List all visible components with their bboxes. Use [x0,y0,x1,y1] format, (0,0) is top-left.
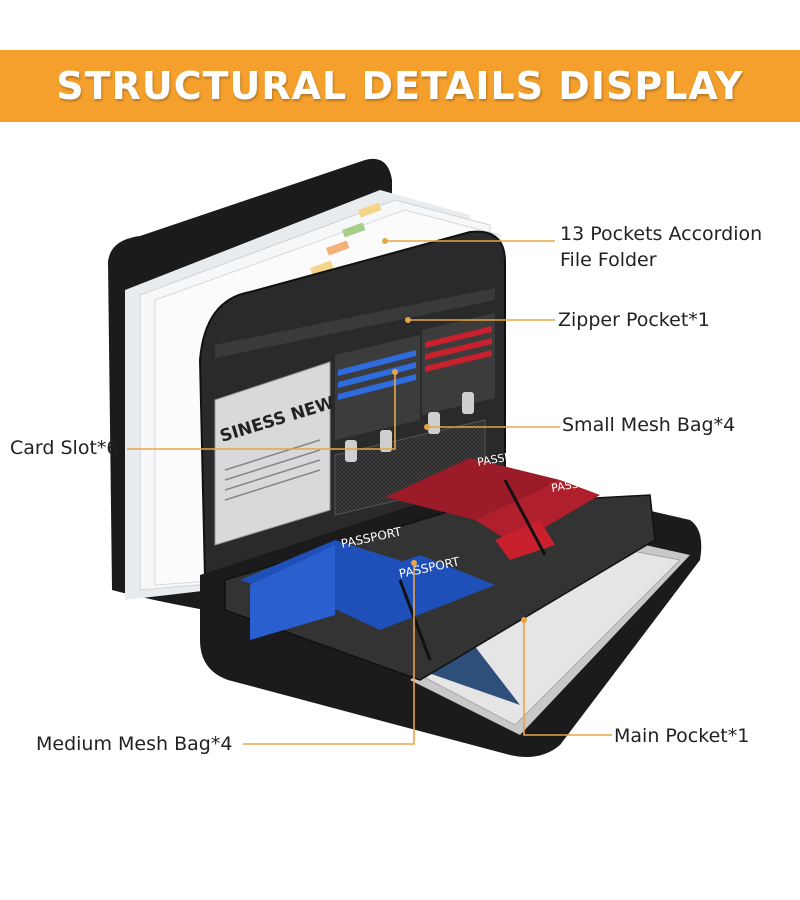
leader-main-pocket [523,620,612,736]
zipper-pocket-panel [215,288,495,358]
folder-tab [310,260,334,276]
callout-main-pocket: Main Pocket*1 [614,725,750,747]
leader-medium-mesh [243,563,415,745]
folder-tab [326,240,350,256]
callout-zipper-pocket: Zipper Pocket*1 [558,309,710,331]
folder-tab [358,202,382,218]
folder-tab [342,222,366,238]
elastic-band [398,579,432,661]
usb-drive [428,412,440,434]
callout-accordion-line2: File Folder [560,249,657,271]
title-banner: STRUCTURAL DETAILS DISPLAY [0,50,800,122]
usb-drive [345,440,357,462]
callout-small-mesh: Small Mesh Bag*4 [562,414,736,436]
callout-accordion-line1: 13 Pockets Accordion [560,223,763,245]
callout-medium-mesh: Medium Mesh Bag*4 [36,733,233,755]
banner-title: STRUCTURAL DETAILS DISPLAY [56,64,744,108]
callout-leader-lines [127,238,612,745]
newspaper-insert: SINESS NEWS [214,361,349,546]
usb-drive [380,430,392,452]
callout-card-slot: Card Slot*6 [10,437,119,459]
card-slot-group [335,313,495,440]
callout-accordion: 13 Pockets Accordion File Folder [560,221,762,273]
passport-blue-front: PASSPORT PASSPORT [240,524,495,640]
elastic-band [503,479,547,556]
leader-card-slot [127,372,396,450]
usb-drive [462,392,474,414]
